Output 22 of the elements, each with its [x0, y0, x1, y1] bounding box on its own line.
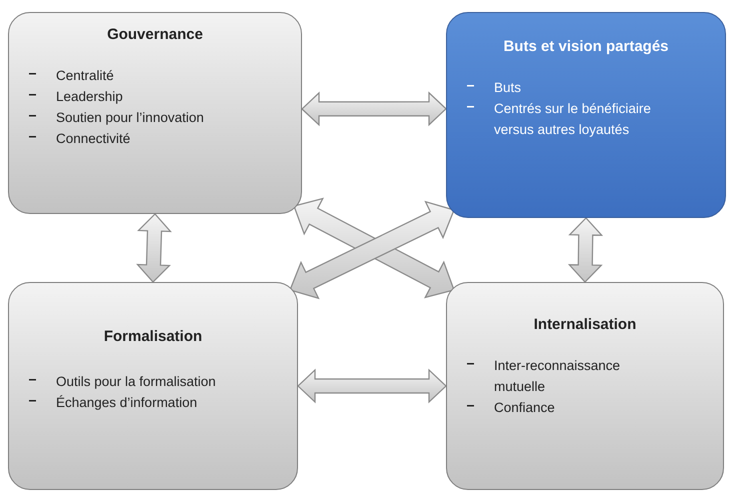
bullet-text: Buts	[494, 79, 522, 97]
box-heading: Buts et vision partagés	[502, 37, 670, 57]
bullet-text: Outils pour la formalisation	[56, 373, 216, 391]
concept-box	[446, 12, 726, 218]
bullet-text: Centrés sur le bénéficiaire versus autres loyautés	[494, 100, 652, 139]
double-arrow	[297, 368, 447, 404]
double-arrow	[568, 217, 604, 283]
bullet-text: Inter-reconnaissance mutuelle	[494, 357, 622, 396]
bullet-text: Centralité	[56, 67, 114, 85]
double-arrow	[301, 91, 447, 126]
box-heading: Formalisation	[102, 327, 204, 347]
bullet-text: Confiance	[494, 399, 555, 417]
bullet-text: Soutien pour l’innovation	[56, 109, 204, 127]
concept-box	[8, 12, 302, 214]
double-arrow	[136, 213, 172, 283]
bullet-text: Leadership	[56, 88, 123, 106]
bullet-text: Connectivité	[56, 130, 130, 148]
concept-box	[8, 282, 298, 490]
concept-box	[446, 282, 724, 490]
bullet-text: Échanges d’information	[56, 394, 198, 412]
box-heading: Internalisation	[532, 315, 638, 335]
box-heading: Gouvernance	[106, 25, 204, 45]
